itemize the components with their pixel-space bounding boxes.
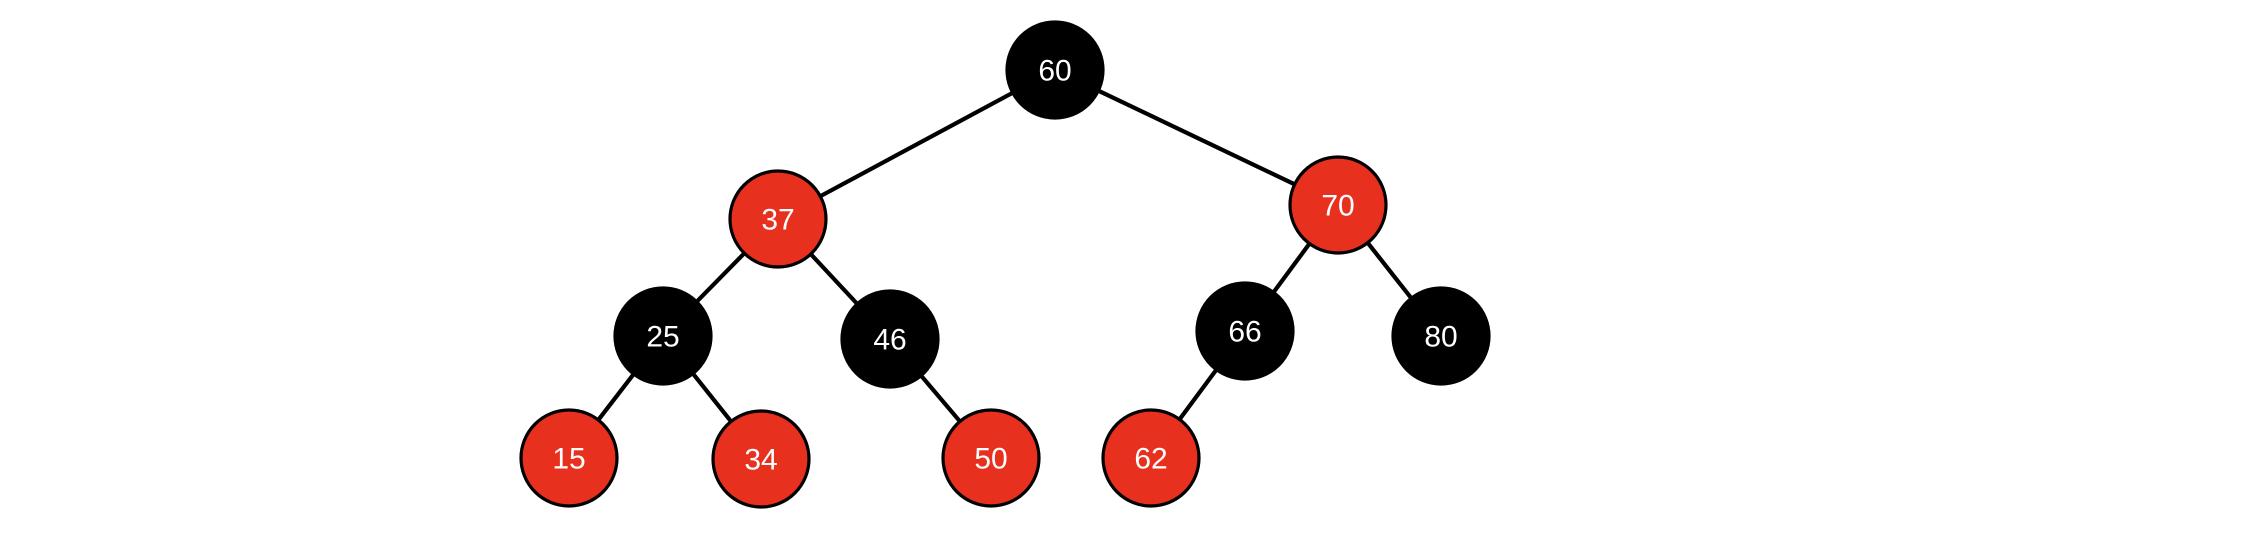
edge-layer [594, 87, 1415, 426]
tree-edge-25-15 [594, 370, 638, 424]
tree-node-25[interactable]: 25 [613, 286, 713, 386]
tree-edge-37-25 [693, 249, 748, 306]
node-circle-34[interactable] [711, 409, 811, 509]
tree-edge-37-46 [807, 250, 861, 308]
tree-node-62[interactable]: 62 [1101, 408, 1201, 508]
tree-node-80[interactable]: 80 [1391, 286, 1491, 386]
tree-edge-66-62 [1176, 365, 1220, 424]
tree-node-60[interactable]: 60 [1005, 20, 1105, 120]
node-circle-66[interactable] [1195, 281, 1295, 381]
node-circle-80[interactable] [1391, 286, 1491, 386]
node-circle-70[interactable] [1288, 155, 1388, 255]
tree-node-46[interactable]: 46 [840, 289, 940, 389]
tree-node-34[interactable]: 34 [711, 409, 811, 509]
node-circle-15[interactable] [519, 408, 619, 508]
tree-node-15[interactable]: 15 [519, 408, 619, 508]
node-circle-60[interactable] [1005, 20, 1105, 120]
tree-node-37[interactable]: 37 [728, 169, 828, 269]
tree-edge-25-34 [689, 369, 735, 426]
node-circle-25[interactable] [613, 286, 713, 386]
tree-edge-60-37 [816, 89, 1017, 200]
node-circle-37[interactable] [728, 169, 828, 269]
node-circle-46[interactable] [840, 289, 940, 389]
node-circle-50[interactable] [941, 408, 1041, 508]
tree-edge-70-66 [1270, 239, 1313, 297]
tree-node-50[interactable]: 50 [941, 408, 1041, 508]
node-circle-62[interactable] [1101, 408, 1201, 508]
tree-edge-70-80 [1364, 239, 1415, 302]
tree-node-66[interactable]: 66 [1195, 281, 1295, 381]
tree-edge-60-70 [1094, 87, 1299, 188]
tree-edge-46-50 [917, 371, 964, 426]
tree-node-70[interactable]: 70 [1288, 155, 1388, 255]
